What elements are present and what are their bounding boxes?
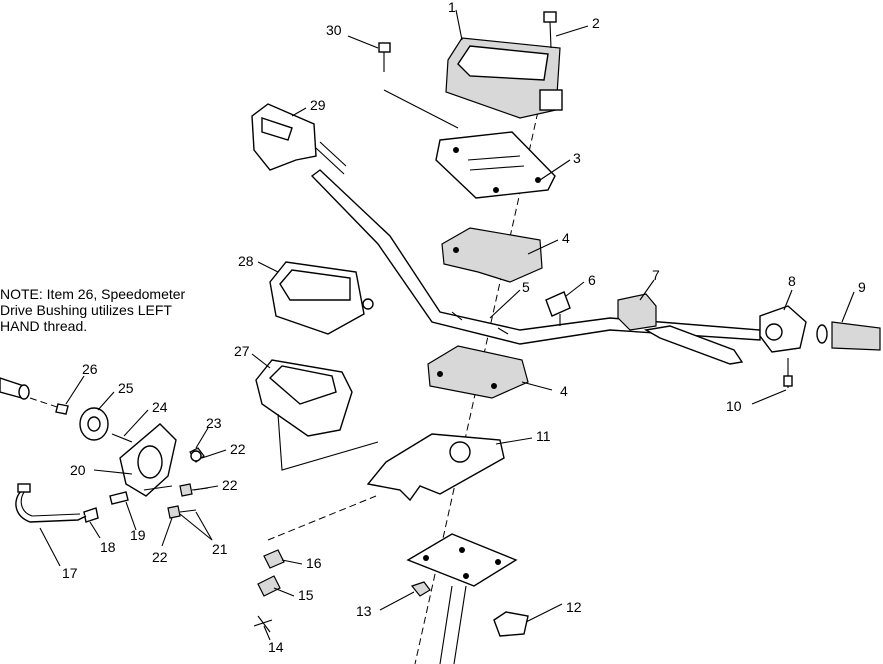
callout-3: 3: [573, 150, 581, 166]
callout-12: 12: [566, 599, 582, 615]
callout-21: 21: [212, 541, 228, 557]
callout-5: 5: [522, 279, 530, 295]
part-10-screw: [783, 358, 793, 388]
callout-22-lower: 22: [152, 549, 168, 565]
part-21-screws: [143, 485, 173, 491]
part-14-pin: [253, 615, 273, 633]
callout-16: 16: [306, 555, 322, 571]
callout-1: 1: [448, 0, 456, 15]
part-24-screw: [111, 433, 133, 443]
speedo-guide-line: [277, 413, 379, 471]
part-13-nut: [410, 581, 431, 597]
speedometer-note: NOTE: Item 26, Speedometer Drive Bushing…: [0, 286, 186, 334]
callout-9: 9: [858, 279, 866, 295]
hardware-axis: [267, 495, 377, 541]
part-30-screw: [378, 42, 459, 129]
callout-18: 18: [100, 539, 116, 555]
drive-axis: [29, 397, 61, 409]
callout-22-upper: 22: [230, 441, 246, 457]
callout-29: 29: [310, 97, 326, 113]
part-17-cable: [15, 483, 87, 523]
callout-2: 2: [592, 15, 600, 31]
callout-11: 11: [536, 428, 551, 444]
part-12-clamp: [493, 611, 529, 637]
callout-25: 25: [118, 380, 134, 396]
part-27-speedo-housing: [255, 359, 353, 437]
part-18-clip: [83, 507, 99, 523]
part-7-throttle-block: [617, 293, 744, 365]
callout-14: 14: [268, 639, 284, 655]
callout-15: 15: [298, 587, 314, 603]
part-26-drive-bushing: [55, 403, 69, 415]
part-4-upper-clamp: [441, 227, 543, 283]
callout-30: 30: [326, 22, 342, 38]
part-9-grip: [816, 321, 881, 351]
part-3-mounting-plate: [435, 131, 556, 199]
part-4-lower-clamp: [427, 345, 529, 399]
callout-27: 27: [234, 343, 250, 359]
callout-4-lower: 4: [560, 383, 568, 399]
callout-22-middle: 22: [222, 477, 238, 493]
part-drive-shaft-end: [0, 377, 30, 400]
part-11-bracket: [366, 433, 505, 502]
callout-7: 7: [652, 267, 660, 283]
mount-plate-lower: [406, 533, 518, 664]
callout-19: 19: [130, 527, 146, 543]
callout-26: 26: [82, 361, 98, 377]
callout-13: 13: [356, 603, 372, 619]
part-22-nut-lower: [167, 505, 197, 519]
part-8-throttle-housing: [759, 305, 807, 353]
part-6-plug: [545, 291, 571, 326]
callout-17: 17: [62, 565, 78, 581]
callout-4-upper: 4: [562, 230, 570, 246]
part-28-speedometer: [269, 261, 374, 335]
part-2-screw: [543, 11, 557, 49]
part-25-gear: [79, 407, 109, 441]
leader-lines: [39, 9, 855, 641]
callout-numbers: 1 2 3 4 4 5 6 7 8 9 10 11 12 13 14 15 16…: [62, 0, 866, 655]
callout-20: 20: [70, 462, 86, 478]
part-16-cap: [263, 549, 285, 569]
part-15-clip: [257, 575, 281, 597]
part-1-pod-cover: [445, 37, 563, 119]
callout-10: 10: [726, 398, 742, 414]
part-29-switch-housing: [251, 103, 347, 175]
part-22-nut-upper: [190, 450, 202, 462]
callout-8: 8: [788, 273, 796, 289]
part-20-drive-housing: [119, 423, 177, 497]
callout-23: 23: [206, 415, 222, 431]
part-19-fitting: [109, 491, 129, 505]
callout-6: 6: [588, 272, 596, 288]
callout-24: 24: [152, 399, 168, 415]
callout-28: 28: [238, 253, 254, 269]
